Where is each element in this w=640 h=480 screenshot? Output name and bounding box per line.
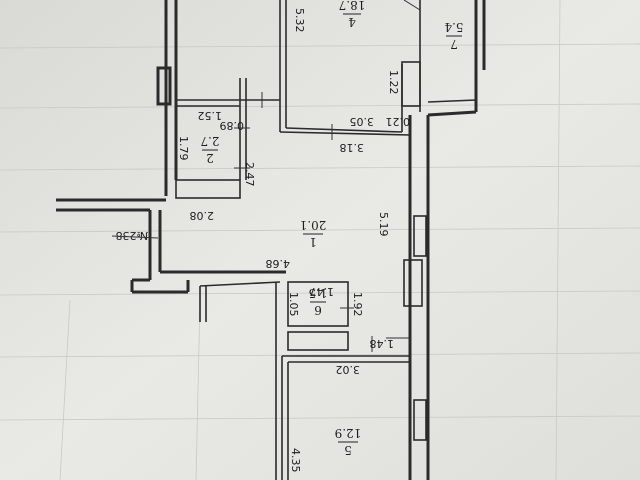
room-1-number: 1	[309, 235, 317, 249]
room-7-area: 5.4	[444, 20, 463, 34]
dim-1-48: 1.48	[370, 337, 395, 350]
dim-0-89: 0.89	[220, 119, 245, 132]
room-2-area: 2.7	[200, 134, 219, 148]
dim-5-32: 5.32	[293, 8, 306, 33]
room-6-area: 1.5	[308, 286, 327, 300]
room-4-label: 4 18.7	[339, 0, 366, 29]
dim-2-47: 2.47	[243, 162, 256, 187]
dim-3-02: 3.02	[336, 363, 361, 376]
interior-partitions	[156, 0, 427, 480]
dim-4-68: 4.68	[266, 257, 291, 270]
room-5-area: 12.9	[335, 426, 362, 440]
dimension-ticks	[234, 0, 421, 352]
room-5-label: 5 12.9	[335, 426, 362, 457]
room-4-number: 4	[348, 15, 356, 29]
apartment-number-arrow	[111, 235, 159, 239]
room-5-number: 5	[344, 443, 352, 457]
dim-1-92: 1.92	[351, 292, 364, 317]
room-1-area: 20.1	[300, 218, 327, 232]
room-2-label: 2 2.7	[200, 134, 219, 165]
room-4-area: 18.7	[339, 0, 366, 12]
dim-0-21: 0.21	[386, 115, 411, 128]
room-7-label: 7 5.4	[444, 20, 463, 51]
dim-4-35: 4.35	[289, 448, 302, 473]
room-6-label: 6 1.5	[308, 286, 327, 317]
dimension-labels: 5.32 1.22 1.52 0.89 3.05 0.21 3.18 1.79 …	[177, 8, 410, 473]
dim-3-05: 3.05	[350, 115, 375, 128]
dim-1-05: 1.05	[287, 292, 300, 317]
dim-1-52: 1.52	[198, 109, 223, 122]
dim-2-08: 2.08	[190, 209, 215, 222]
dim-5-19: 5.19	[377, 212, 390, 237]
apartment-number-label: №238	[116, 229, 148, 242]
dim-1-47: 1.47	[310, 285, 335, 298]
dim-1-79: 1.79	[177, 136, 190, 161]
room-1-label: 1 20.1	[300, 218, 327, 249]
room-2-number: 2	[206, 151, 214, 165]
dim-1-22: 1.22	[387, 70, 400, 95]
dim-3-18: 3.18	[340, 141, 365, 154]
room-7-number: 7	[450, 37, 458, 51]
room-6-number: 6	[314, 303, 322, 317]
exterior-walls	[56, 0, 486, 480]
room-labels: 4 18.7 7 5.4 2 2.7 1 20.1 6 1.5 5 12.9	[200, 0, 463, 457]
